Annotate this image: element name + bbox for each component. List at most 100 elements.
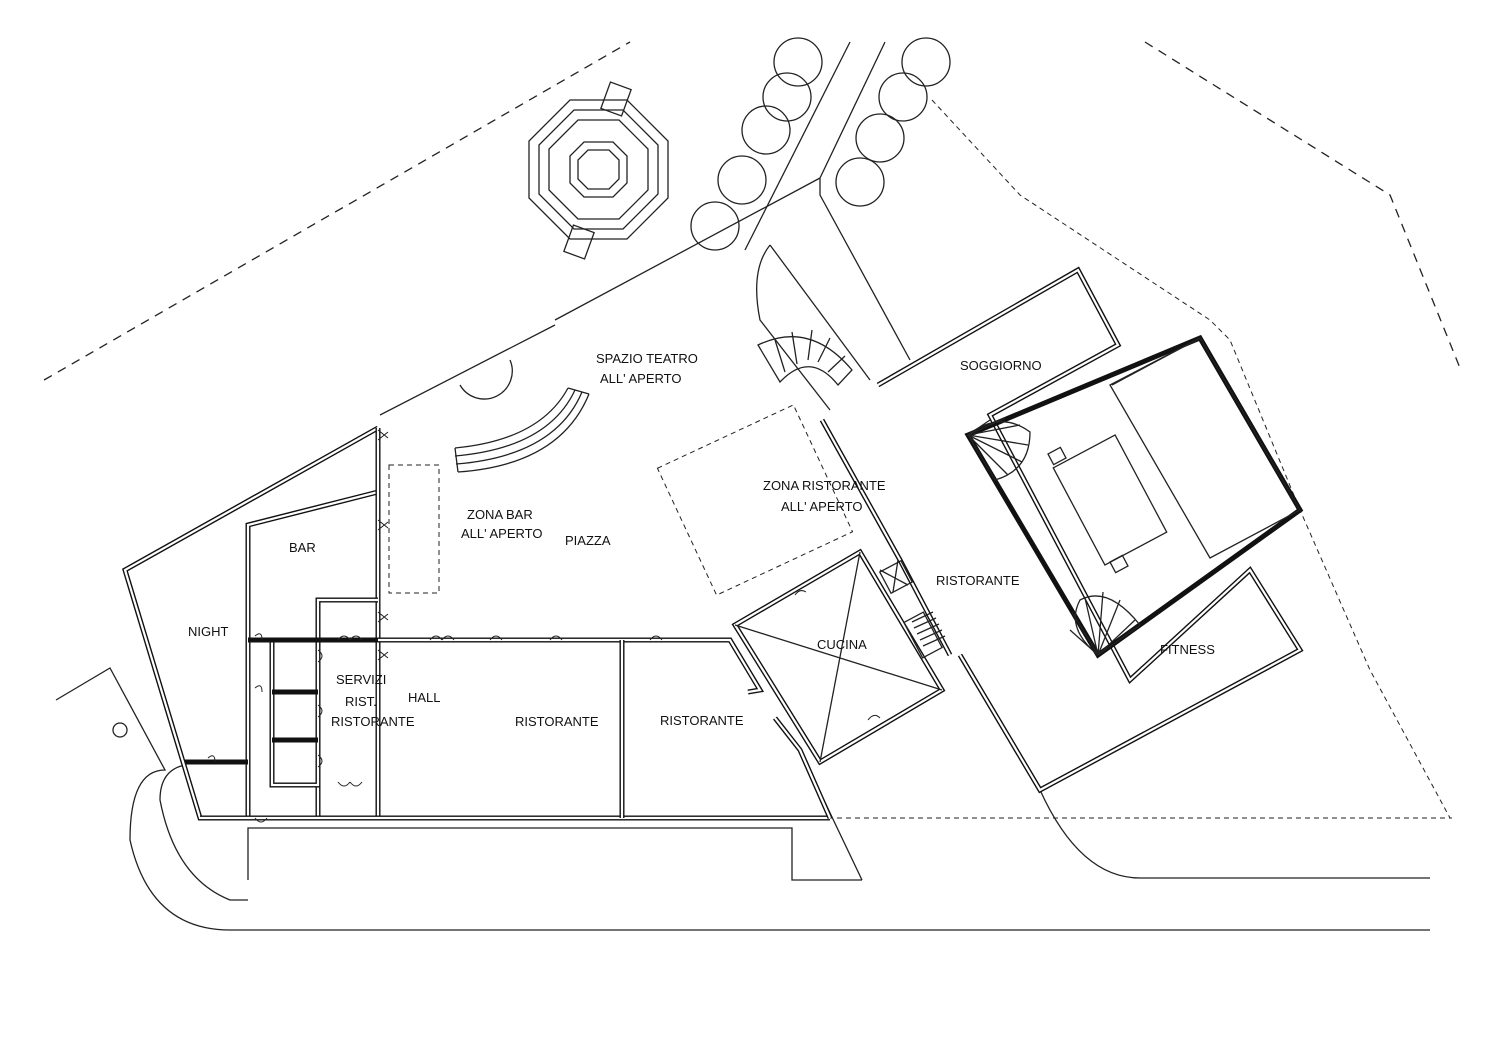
courtyard-panel [1109,337,1301,559]
octagonal-fountain [528,81,669,260]
fitness-label: FITNESS [1160,642,1215,657]
stairs [757,329,1141,659]
cucina-label: CUCINA [817,637,867,652]
door [429,635,455,641]
site-boundaries [43,41,1461,819]
elevator [878,559,914,595]
zona-bar-dashed-area [388,464,440,594]
elevator-cross [892,559,899,593]
service-stair-steps [911,611,946,647]
alley-east-edge [819,41,911,361]
door [207,755,216,763]
spiral-stair-ne-steps [967,417,1029,476]
servizi-label: SERVIZI [336,672,386,687]
door [649,635,663,641]
building-walls [122,266,1304,821]
road-inner-edge [159,764,248,901]
service-stair [903,611,943,659]
roads [55,41,1430,931]
bollard-circle [112,722,128,738]
night-label: NIGHT [188,624,229,639]
door [317,754,323,768]
road-outer-edge [55,667,1430,931]
spiral-stair-west-steps [774,329,846,373]
fountain-inner [569,141,628,198]
seating-arc-3 [455,391,583,465]
fountain-stair-south [563,224,595,260]
door [337,781,363,787]
door [489,635,503,641]
spiral-stair-se [1074,595,1141,656]
diagonal-walk [554,177,821,321]
ristorante-label-3: RISTORANTE [936,573,1020,588]
seating-end [567,387,590,395]
tree [855,113,905,163]
ristorante-label-2: RISTORANTE [660,713,744,728]
seating-arc-4 [457,393,590,473]
piazza-label: PIAZZA [565,533,611,548]
pool [1052,434,1168,566]
ramp-top-edge [769,244,871,381]
fountain-outer [528,99,669,240]
cucina-cross [734,624,943,691]
west-wing-wall [122,425,380,821]
door [794,590,807,596]
ristorante-label-1: RISTORANTE [515,714,599,729]
door [317,649,323,663]
fountain-stair-north [600,81,632,117]
spazio-teatro-label-2: ALL' APERTO [600,371,682,386]
door [867,714,881,721]
tree [878,72,928,122]
spiral-stair-west [757,336,853,386]
wc-cubicles [269,637,321,788]
alley-west-edge [744,41,851,251]
theater-seating [454,359,590,473]
door [254,685,263,693]
cucina-cross [819,551,861,763]
rist-label: RIST. [345,694,377,709]
door [337,635,363,641]
tree [773,37,823,87]
tree [762,72,812,122]
south-building-edge [247,827,862,881]
spazio-teatro-label: SPAZIO TEATRO [596,351,698,366]
elevator-cross [879,569,909,586]
zona-bar-label-2: ALL' APERTO [461,526,543,541]
tree [901,37,951,87]
north-boundary-line [43,41,631,381]
east-boundary-line [1144,41,1461,369]
doors [207,429,881,823]
fountain-ring-2 [538,109,659,230]
door [377,429,389,441]
pool-step [1109,554,1129,574]
room-labels: SPAZIO TEATRO ALL' APERTO SOGGIORNO ZONA… [188,351,1215,729]
ramp-edge [756,244,831,411]
pool-step [1047,446,1067,466]
tree [741,105,791,155]
zona-bar-label: ZONA BAR [467,507,533,522]
door [254,633,263,641]
door [377,519,389,531]
seating-arc-2 [454,389,576,457]
door [254,817,268,823]
zona-ristorante-label: ZONA RISTORANTE [763,478,886,493]
door [317,704,323,718]
garden-boundary-line [931,99,1451,819]
zona-ristorante-label-2: ALL' APERTO [781,499,863,514]
door [549,635,563,641]
hall-label: HALL [408,690,441,705]
diagonal-path [379,324,556,416]
ristorante-servizi-label: RISTORANTE [331,714,415,729]
fountain-core [577,149,620,190]
stage-half-circle [459,359,513,400]
tree [717,155,767,205]
door [377,611,389,623]
hall-north-wall [378,637,765,695]
zona-ristorante-dashed-area [656,404,854,596]
servizi-wall [315,597,378,818]
bar-label: BAR [289,540,316,555]
seating-arc-1 [454,387,569,449]
fitness-courtyard-wall [964,334,1304,659]
tree [690,201,740,251]
